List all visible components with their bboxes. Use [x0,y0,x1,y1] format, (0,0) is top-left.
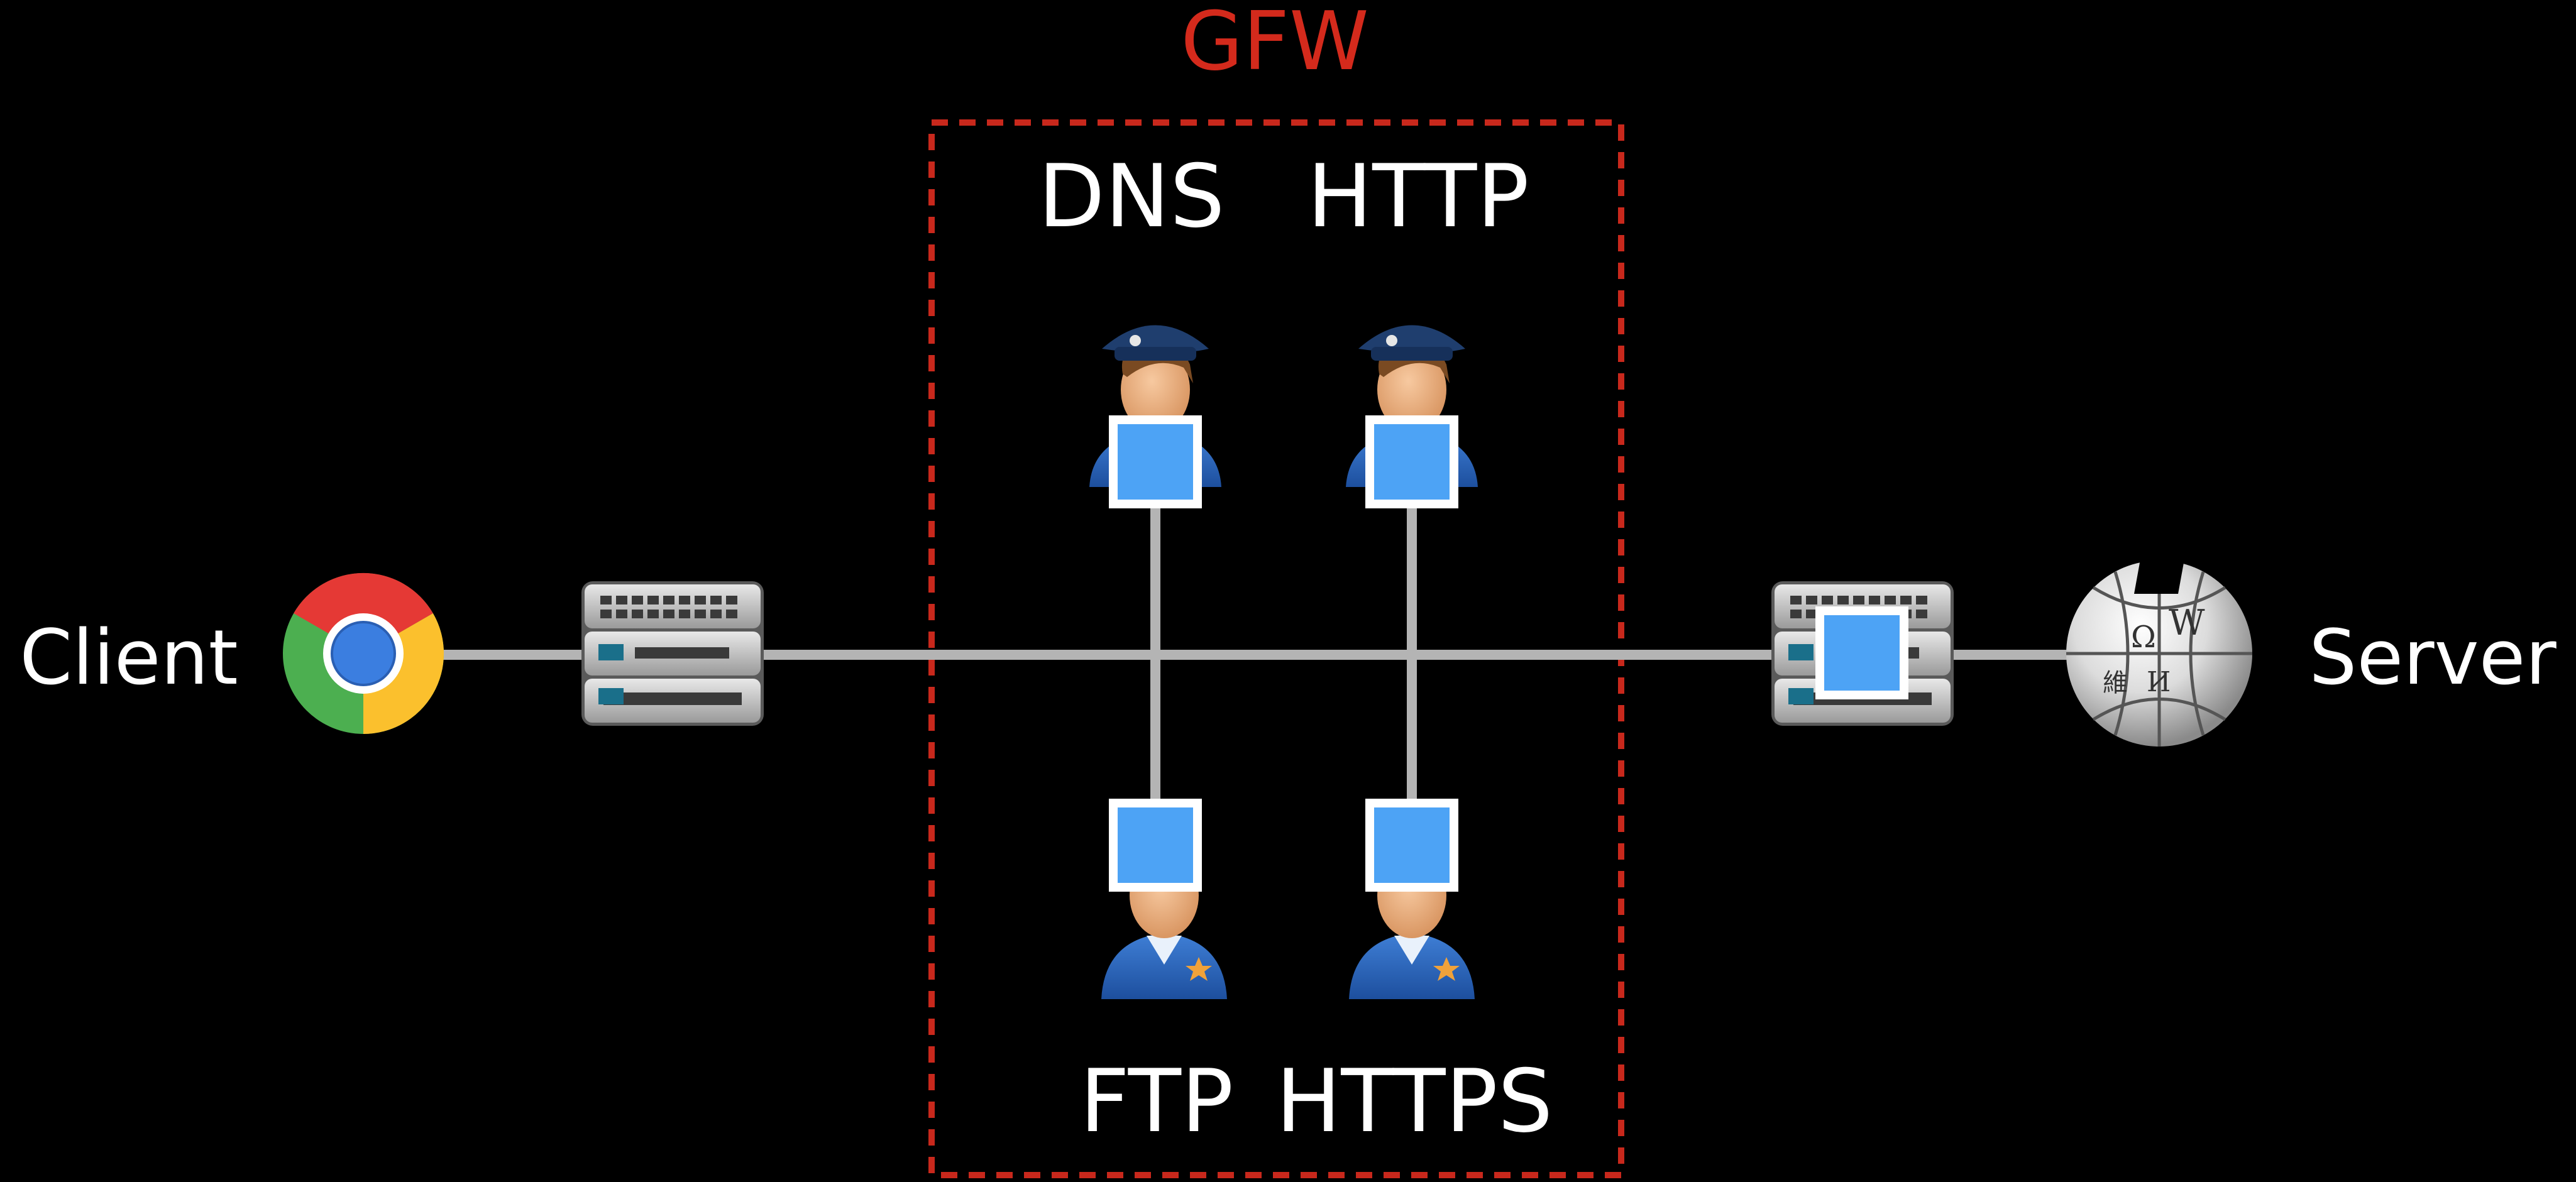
http-label: HTTP [1307,146,1529,247]
tap-point-ftp [1109,799,1202,892]
svg-text:維: 維 [2103,669,2128,698]
tap-point-server-switch [1815,606,1908,699]
dns-label: DNS [1038,146,1225,247]
tap-point-http [1365,415,1458,508]
chrome-browser-icon [283,572,444,734]
gfw-title: GFW [1181,0,1368,89]
network-switch-left-icon [581,581,764,726]
wikipedia-globe-icon: Ω W И 維 [2066,559,2252,747]
client-label: Client [19,615,238,702]
svg-text:W: W [2169,603,2205,643]
https-label: HTTPS [1276,1051,1553,1152]
ftp-label: FTP [1080,1051,1233,1152]
tap-point-https [1365,799,1458,892]
gfw-boundary [928,119,1624,1178]
svg-text:И: И [2147,666,2171,698]
tap-point-dns [1109,415,1202,508]
server-label: Server [2309,615,2557,702]
svg-text:Ω: Ω [2131,620,2156,655]
